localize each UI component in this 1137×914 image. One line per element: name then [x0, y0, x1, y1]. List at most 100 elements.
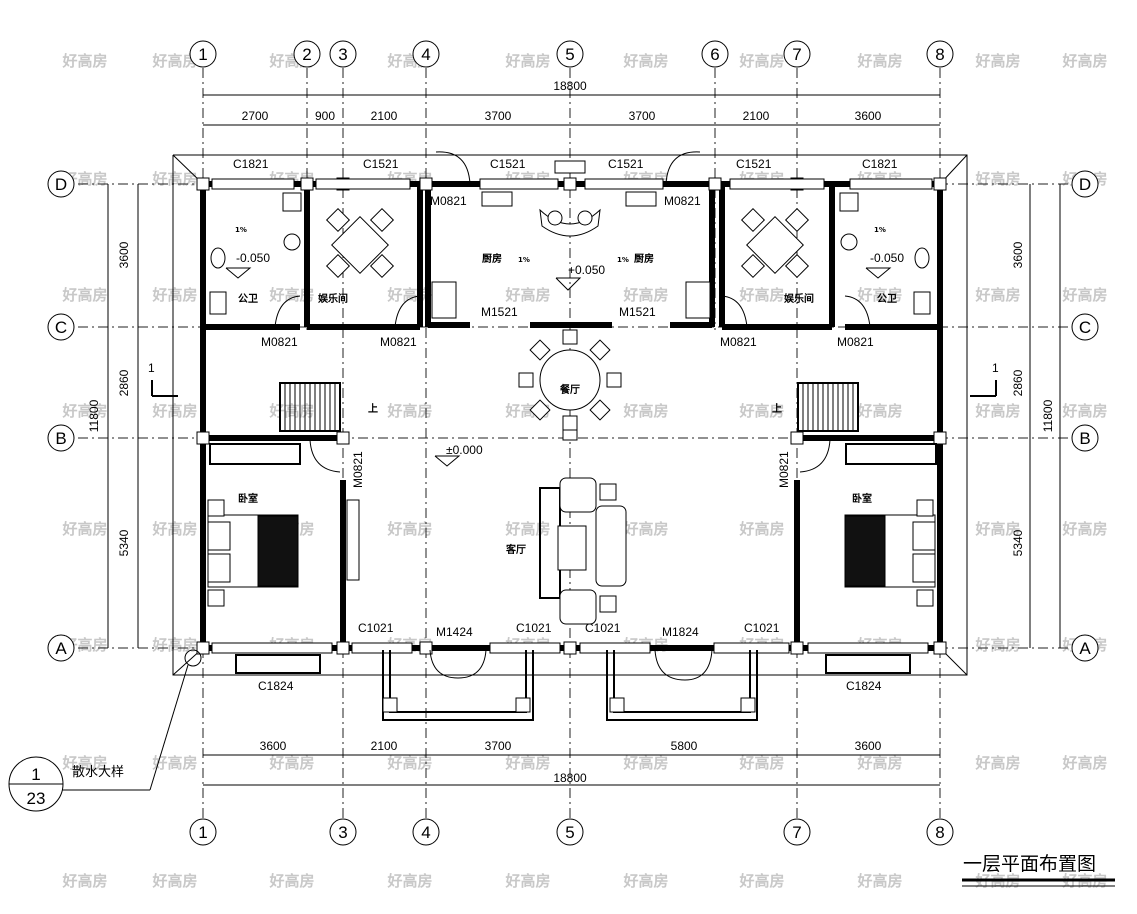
watermark-text: 好高房: [386, 402, 432, 420]
watermark-text: 好高房: [856, 52, 902, 70]
watermark-text: 好高房: [856, 286, 902, 304]
axis-top-8: 8: [935, 45, 944, 64]
stair-up-right: 上: [772, 402, 782, 415]
axis-left-A: A: [55, 639, 67, 658]
watermark-text: 好高房: [622, 52, 668, 70]
watermark-text: 好高房: [1061, 286, 1107, 304]
game-table-right: [740, 207, 810, 279]
axis-bottom-7: 7: [792, 823, 801, 842]
axis-bottom-1: 1: [198, 823, 207, 842]
dim-side-2-left: 2860: [117, 369, 131, 396]
watermark-text: 好高房: [61, 402, 107, 420]
watermark-text: 好高房: [504, 754, 550, 772]
watermark-text: 好高房: [738, 754, 784, 772]
label-c1521-c: C1521: [608, 157, 644, 171]
section-marks: 1 1: [148, 361, 999, 397]
heaters: [209, 443, 937, 465]
slope-bath-left: 1%: [235, 226, 247, 234]
watermark-text: 好高房: [61, 520, 107, 538]
label-c1021-d: C1021: [744, 621, 780, 635]
room-labels: 公卫 公卫 娱乐间 娱乐间 厨房 厨房 餐厅 客厅 卧室 卧室: [238, 252, 897, 556]
watermark-text: 好高房: [856, 402, 902, 420]
drawing-title: 一层平面布置图: [962, 853, 1115, 887]
label-m0821-c3: M0821: [720, 335, 757, 349]
label-c1521-b: C1521: [490, 157, 526, 171]
label-c1824-left: C1824: [258, 679, 294, 693]
column: [336, 641, 350, 655]
watermark-text: 好高房: [386, 520, 432, 538]
watermark-text: 好高房: [268, 286, 314, 304]
axis-top-1: 1: [198, 45, 207, 64]
watermark-text: 好高房: [386, 754, 432, 772]
label-m1521-a: M1521: [481, 305, 518, 319]
label-c1521-d: C1521: [736, 157, 772, 171]
dim-bottom-5: 3600: [855, 739, 882, 753]
room-bed-right: 卧室: [852, 492, 872, 505]
watermark-text: 好高房: [504, 872, 550, 890]
watermark-text: 好高房: [856, 754, 902, 772]
watermark-text: 好高房: [738, 52, 784, 70]
watermark-text: 好高房: [622, 286, 668, 304]
dim-side-total-right: 11800: [1041, 399, 1055, 432]
dim-side-3-right: 5340: [1011, 529, 1025, 556]
watermark-text: 好高房: [974, 170, 1020, 188]
axis-bottom-8: 8: [935, 823, 944, 842]
windows-top: [211, 160, 933, 190]
room-kitchen-right: 厨房: [634, 252, 654, 265]
column: [933, 177, 947, 191]
watermark-text: 好高房: [738, 286, 784, 304]
watermark-text: 好高房: [974, 286, 1020, 304]
watermark-text: 好高房: [974, 754, 1020, 772]
watermark-text: 好高房: [151, 636, 197, 654]
watermark-text: 好高房: [1061, 52, 1107, 70]
watermark-text: 好高房: [738, 872, 784, 890]
windows-bottom: [211, 642, 929, 674]
axis-left-B: B: [55, 429, 66, 448]
watermark-text: 好高房: [151, 872, 197, 890]
dim-side-1-right: 3600: [1011, 241, 1025, 268]
column: [336, 431, 350, 445]
column: [419, 641, 433, 655]
room-ent-left: 娱乐间: [318, 292, 348, 305]
watermark-text: 好高房: [61, 286, 107, 304]
label-m0821-c2: M0821: [380, 335, 417, 349]
opening-labels: C1821 C1521 C1521 C1521 C1521 C1821 M082…: [233, 157, 898, 693]
room-living: 客厅: [505, 543, 526, 556]
bathroom-fixtures: [209, 192, 931, 315]
watermark-text: 好高房: [61, 754, 107, 772]
room-kitchen-left: 厨房: [482, 252, 502, 265]
dim-bottom-2: 2100: [371, 739, 398, 753]
slope-kitchen-left: 1%: [518, 256, 530, 264]
axis-bottom-3: 3: [338, 823, 347, 842]
room-bed-left: 卧室: [238, 492, 258, 505]
watermark-text: 好高房: [974, 402, 1020, 420]
column: [196, 641, 210, 655]
watermark-layer: 好高房好高房好高房好高房好高房好高房好高房好高房好高房好高房好高房好高房好高房好…: [61, 52, 1107, 890]
axis-top-4: 4: [421, 45, 430, 64]
slope-kitchen-right: 1%: [617, 256, 629, 264]
watermark-text: 好高房: [386, 872, 432, 890]
watermark-text: 好高房: [1061, 520, 1107, 538]
bed-right: [844, 499, 936, 607]
dining-table: [518, 329, 622, 441]
axis-right-A: A: [1079, 639, 1091, 658]
label-c1821-left: C1821: [233, 157, 269, 171]
label-m0821-v1: M0821: [351, 451, 365, 488]
label-c1824-right: C1824: [846, 679, 882, 693]
axis-top-3: 3: [338, 45, 347, 64]
bed-left: [207, 499, 360, 607]
label-m1521-b: M1521: [619, 305, 656, 319]
watermark-text: 好高房: [151, 402, 197, 420]
axis-left-C: C: [55, 318, 67, 337]
watermark-text: 好高房: [856, 872, 902, 890]
watermark-text: 好高房: [504, 52, 550, 70]
section-right: 1: [992, 361, 999, 375]
watermark-text: 好高房: [268, 872, 314, 890]
level-bath-right: -0.050: [870, 251, 904, 265]
axis-left-D: D: [55, 175, 67, 194]
plan-title: 一层平面布置图: [963, 853, 1096, 875]
level-main: ±0.000: [446, 443, 483, 457]
watermark-text: 好高房: [1061, 402, 1107, 420]
label-c1021-a: C1021: [358, 621, 394, 635]
